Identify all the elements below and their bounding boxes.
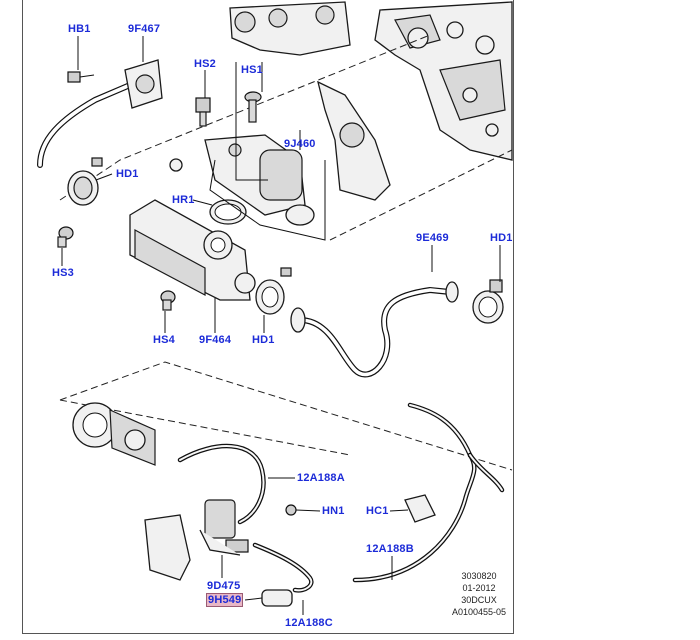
callout-hd1-top: HD1 bbox=[116, 168, 139, 180]
nut-hn1 bbox=[285, 504, 297, 516]
callout-9f467: 9F467 bbox=[128, 23, 161, 35]
callout-hs3: HS3 bbox=[52, 267, 74, 279]
leader-hn1 bbox=[295, 509, 321, 512]
leader-hr1 bbox=[192, 199, 213, 206]
diagram-meta: 3030820 01-2012 30DCUX A0100455-05 bbox=[444, 570, 514, 618]
throttle-body bbox=[72, 402, 156, 466]
egr-valve-9j460 bbox=[204, 134, 315, 226]
callout-9h549: 9H549 bbox=[206, 593, 244, 607]
meta-line-3: 30DCUX bbox=[461, 595, 497, 605]
bolt-hb1 bbox=[67, 71, 95, 83]
callout-9j460: 9J460 bbox=[284, 138, 316, 150]
vacuum-hose-12a188b bbox=[352, 402, 505, 583]
leader-hc1 bbox=[389, 509, 409, 512]
callout-9e469: 9E469 bbox=[416, 232, 449, 244]
meta-line-2: 01-2012 bbox=[462, 583, 496, 593]
bolt-hs4 bbox=[160, 290, 176, 311]
callout-hs1: HS1 bbox=[241, 64, 263, 76]
clamp-hd1-top bbox=[67, 157, 103, 206]
callout-hd1-right: HD1 bbox=[490, 232, 513, 244]
leader-hd1-top bbox=[95, 173, 113, 181]
leader-9j460 bbox=[209, 130, 326, 241]
clamp-hd1-bottom bbox=[255, 267, 292, 315]
callout-hb1: HB1 bbox=[68, 23, 91, 35]
bolt-hs1 bbox=[244, 91, 262, 123]
gasket bbox=[317, 80, 391, 201]
egr-pipe-9e469 bbox=[290, 281, 459, 378]
callout-hd1-bottom: HD1 bbox=[252, 334, 275, 346]
callout-12a188b: 12A188B bbox=[366, 543, 414, 555]
washer bbox=[169, 158, 183, 172]
vacuum-hose-12a188a bbox=[177, 443, 266, 525]
dashed-guide-2 bbox=[329, 149, 513, 241]
callout-hn1: HN1 bbox=[322, 505, 345, 517]
dashed-guide-3 bbox=[59, 361, 513, 471]
callout-9d475: 9D475 bbox=[207, 580, 241, 592]
callout-hc1: HC1 bbox=[366, 505, 389, 517]
callout-9f464: 9F464 bbox=[199, 334, 232, 346]
callout-12a188c: 12A188C bbox=[285, 617, 333, 629]
filter-9h549 bbox=[244, 589, 293, 607]
callout-hr1: HR1 bbox=[172, 194, 195, 206]
bolt-hs2 bbox=[195, 97, 211, 127]
callout-hs2: HS2 bbox=[194, 58, 216, 70]
leader-hs1 bbox=[235, 62, 268, 181]
engine-block bbox=[374, 1, 513, 161]
bolt-hs3 bbox=[57, 226, 74, 248]
vacuum-hose-12a188c bbox=[252, 542, 314, 593]
callout-hs4: HS4 bbox=[153, 334, 175, 346]
egr-pipe-9f467 bbox=[37, 59, 163, 168]
meta-line-4: A0100455-05 bbox=[451, 607, 507, 617]
exhaust-manifold bbox=[229, 1, 351, 56]
solenoid-9d475 bbox=[144, 499, 249, 581]
egr-cooler-9f464 bbox=[129, 199, 256, 301]
clamp-hd1-right bbox=[472, 279, 504, 324]
meta-line-1: 3030820 bbox=[461, 571, 497, 581]
clip-hc1 bbox=[404, 494, 436, 523]
callout-12a188a: 12A188A bbox=[297, 472, 345, 484]
diagram-frame bbox=[22, 0, 514, 634]
